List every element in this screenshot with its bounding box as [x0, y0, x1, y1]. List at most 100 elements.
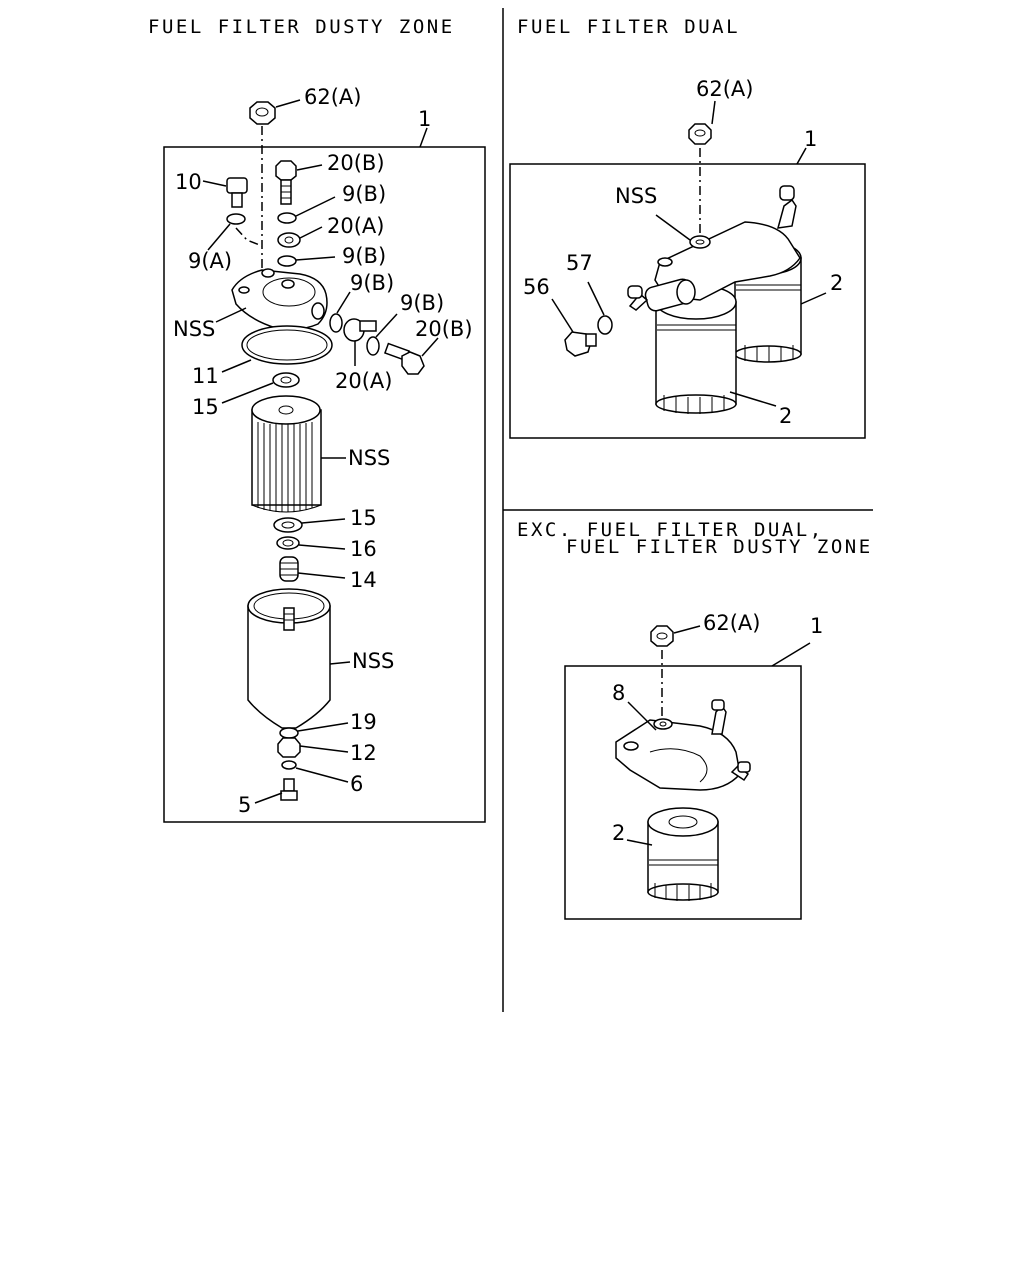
label-6: 6	[350, 772, 363, 796]
label-11: 11	[192, 364, 219, 388]
part-washer-15-bottom	[273, 517, 303, 533]
label-62a-exc: 62(A)	[703, 611, 760, 635]
leader	[221, 359, 252, 373]
leader	[421, 337, 439, 357]
leader	[297, 572, 346, 579]
part-head-8	[615, 699, 751, 791]
part-washer-9b-4	[366, 336, 380, 356]
part-filter-element	[251, 395, 322, 513]
section-exc: EXC. FUEL FILTER DUAL, FUEL FILTER DUSTY…	[517, 519, 873, 920]
part-washer-9b-2	[277, 255, 297, 267]
label-15: 15	[192, 395, 219, 419]
part-bolt-10	[226, 177, 248, 208]
leader	[254, 792, 283, 804]
leader	[215, 307, 247, 323]
leader	[673, 625, 701, 634]
leader	[202, 180, 227, 187]
leader	[711, 100, 716, 125]
label-5: 5	[238, 793, 251, 817]
leader	[551, 298, 574, 333]
part-bolt-20b-side	[383, 342, 425, 375]
leader	[296, 164, 323, 171]
label-9b: 9(B)	[342, 182, 386, 206]
label-20b: 20(B)	[327, 151, 385, 175]
label-nss-dual: NSS	[615, 184, 657, 208]
label-20b-2: 20(B)	[415, 317, 473, 341]
leader	[301, 518, 346, 524]
part-filter-head	[231, 268, 328, 331]
label-9a: 9(A)	[188, 249, 232, 273]
part-bolt-20b	[275, 160, 297, 205]
assembly-frame-exc	[564, 665, 802, 920]
label-9b-3: 9(B)	[350, 271, 394, 295]
leader	[299, 745, 349, 753]
label-20a: 20(A)	[327, 214, 384, 238]
part-washer-9b	[277, 212, 297, 224]
assembly-frame-dusty	[163, 146, 486, 823]
part-fitting-20a	[277, 232, 301, 248]
label-62a: 62(A)	[304, 85, 361, 109]
part-plug-56	[564, 331, 597, 357]
label-nss-bowl: NSS	[352, 649, 394, 673]
part-bolt-5	[280, 778, 298, 801]
section-title-exc-line2: FUEL FILTER DUSTY ZONE	[566, 536, 873, 558]
leader	[275, 99, 301, 108]
leader	[796, 147, 807, 165]
label-9b-4: 9(B)	[400, 291, 444, 315]
part-filter-can-left	[655, 284, 737, 414]
leader	[299, 226, 323, 239]
label-nss-head: NSS	[173, 317, 215, 341]
part-spring-14	[279, 556, 299, 582]
part-nut-62a-dual	[688, 123, 712, 145]
label-9b-2: 9(B)	[342, 244, 386, 268]
part-filter-can-2	[647, 807, 719, 901]
part-fitting-20a-side	[343, 318, 377, 342]
leader	[297, 722, 349, 732]
section-title-exc-line1: EXC. FUEL FILTER DUAL,	[517, 519, 824, 541]
leader	[221, 382, 274, 404]
leader	[295, 767, 349, 783]
label-1-exc: 1	[810, 614, 823, 638]
part-washer-9b-3	[329, 313, 343, 333]
label-10: 10	[175, 170, 202, 194]
label-19: 19	[350, 710, 377, 734]
label-1: 1	[418, 107, 431, 131]
part-washer-57	[597, 315, 613, 335]
leader	[627, 701, 657, 731]
part-washer-16	[276, 536, 300, 550]
part-nut-62a-exc	[650, 625, 674, 647]
leader	[655, 214, 691, 241]
part-washer-9a	[226, 213, 246, 225]
part-drain-12	[277, 737, 301, 758]
leader	[729, 391, 777, 407]
label-12: 12	[350, 741, 377, 765]
leader	[336, 291, 351, 314]
label-62a-dual: 62(A)	[696, 77, 753, 101]
leader	[419, 127, 428, 148]
label-2-left: 2	[779, 404, 792, 428]
assembly-frame-dual	[509, 163, 866, 439]
label-2-right: 2	[830, 271, 843, 295]
section-dual: FUEL FILTER DUAL	[509, 16, 866, 439]
label-20a-2: 20(A)	[335, 369, 392, 393]
leader	[298, 544, 346, 550]
label-15-2: 15	[350, 506, 377, 530]
leader	[800, 292, 827, 305]
label-nss-element: NSS	[348, 446, 390, 470]
part-oring-11	[241, 325, 333, 365]
section-title-dual: FUEL FILTER DUAL	[517, 16, 740, 38]
leader	[375, 313, 398, 338]
leader	[207, 223, 231, 251]
centerline-9a	[235, 227, 263, 247]
part-washer-6	[281, 760, 297, 770]
section-dusty-zone: FUEL FILTER DUSTY ZONE	[148, 16, 486, 823]
leader	[295, 256, 336, 261]
label-2-exc: 2	[612, 821, 625, 845]
part-drain-19	[279, 727, 299, 739]
leader	[587, 281, 605, 316]
leader	[771, 642, 811, 667]
leader	[329, 661, 351, 665]
label-56: 56	[523, 275, 550, 299]
